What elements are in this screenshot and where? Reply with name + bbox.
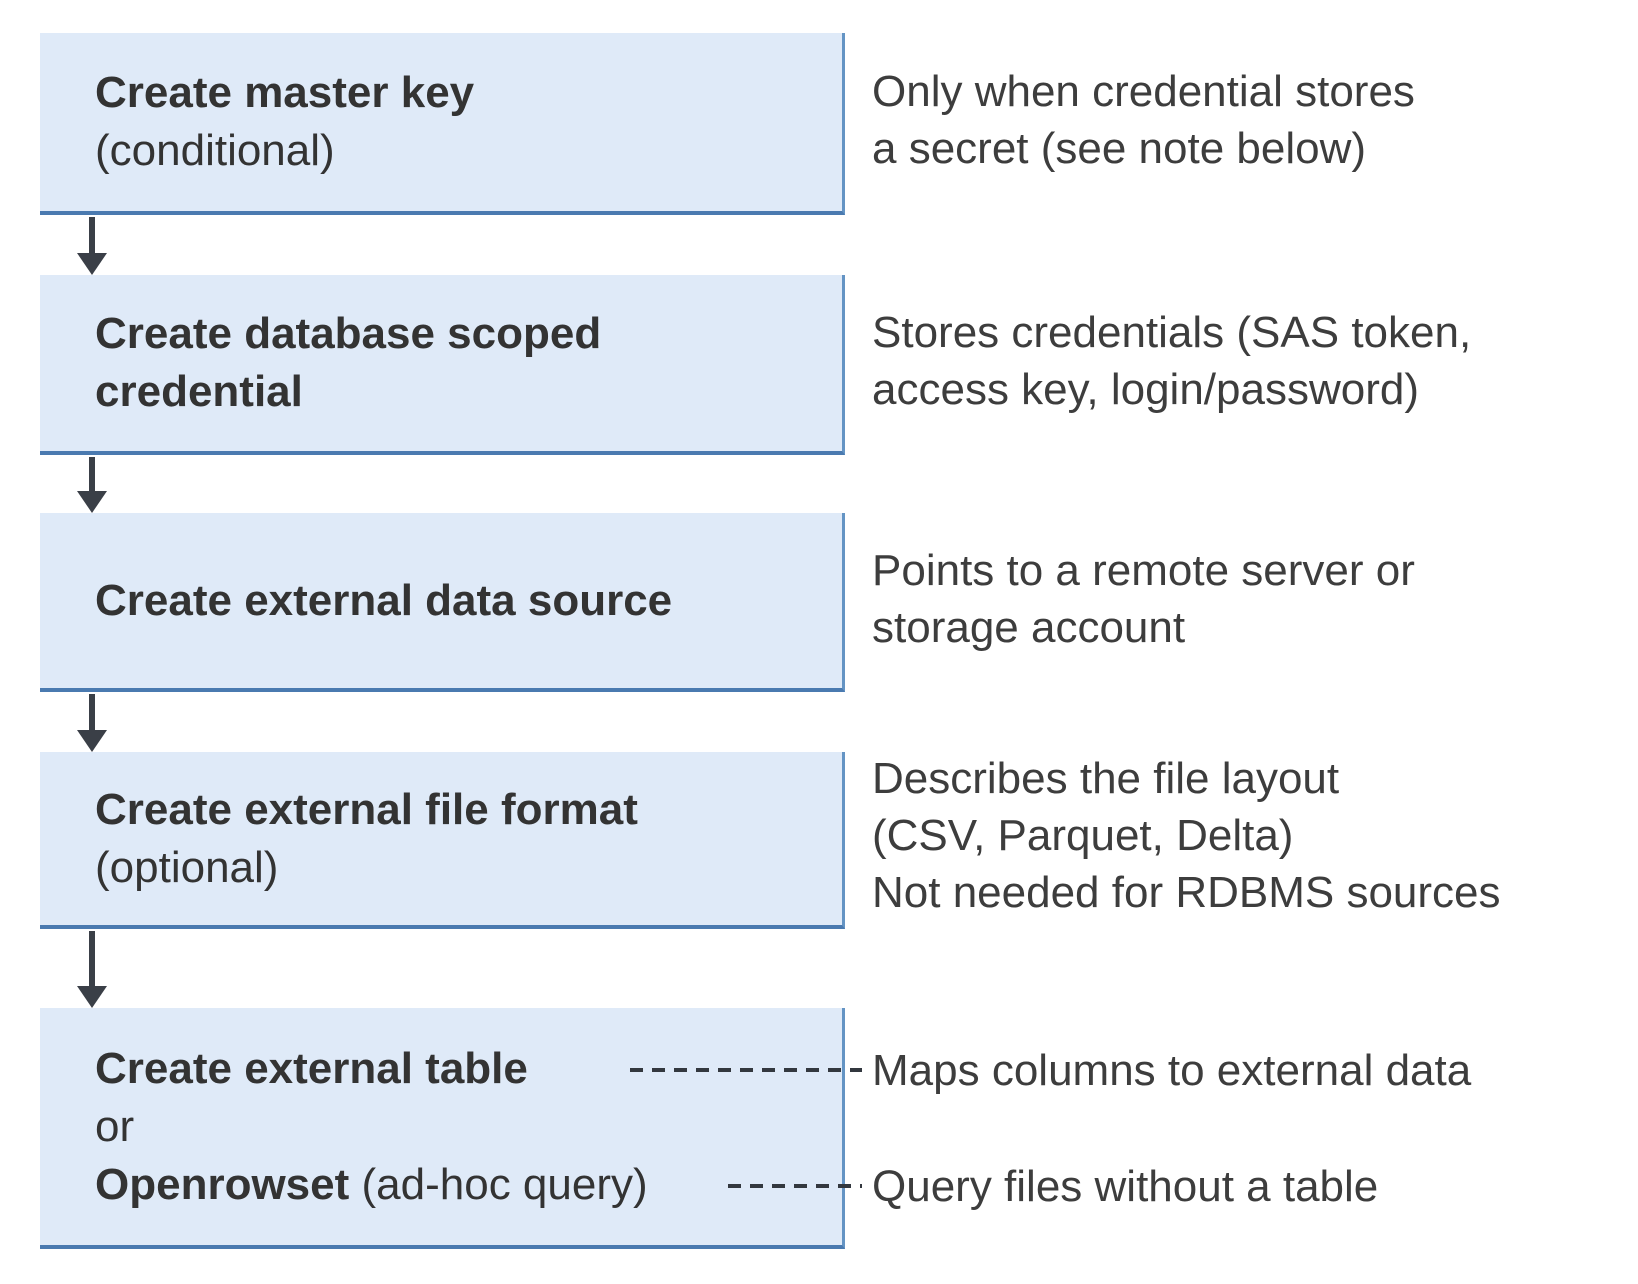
note-master-key: Only when credential stores a secret (se… xyxy=(872,67,1415,173)
dashed-connector-openrowset xyxy=(728,1184,862,1188)
note-openrowset: Query files without a table xyxy=(872,1162,1379,1211)
step-box-external-table-or-openrowset: Create external table or Openrowset (ad-… xyxy=(40,1008,845,1249)
arrow-shaft xyxy=(89,457,95,491)
note-data-source: Points to a remote server or storage acc… xyxy=(872,546,1415,652)
box-title: Create database scoped credential xyxy=(95,309,602,416)
down-arrow-icon xyxy=(77,694,107,752)
down-arrow-icon xyxy=(77,217,107,275)
box-or-label: or xyxy=(95,1101,135,1151)
box-title: Create external data source xyxy=(95,575,673,625)
step-box-external-data-source: Create external data source xyxy=(40,513,845,692)
box-title: Create external file format xyxy=(95,784,638,834)
arrow-shaft xyxy=(89,694,95,730)
box-alt-title: Openrowset xyxy=(95,1159,350,1209)
box-alt-suffix: (ad-hoc query) xyxy=(349,1159,648,1209)
box-title: Create external table xyxy=(95,1043,528,1093)
step-box-database-scoped-credential: Create database scoped credential xyxy=(40,275,845,455)
arrow-head xyxy=(77,986,107,1008)
note-file-format: Describes the file layout (CSV, Parquet,… xyxy=(872,754,1501,917)
step-box-external-file-format: Create external file format (optional) xyxy=(40,752,845,929)
step-box-create-master-key: Create master key (conditional) xyxy=(40,33,845,215)
box-title: Create master key xyxy=(95,68,475,117)
down-arrow-icon xyxy=(77,931,107,1008)
box-alt-title-row: Openrowset (ad-hoc query) xyxy=(95,1156,826,1214)
arrow-head xyxy=(77,730,107,752)
dashed-connector-external-table xyxy=(630,1068,862,1072)
arrow-head xyxy=(77,253,107,275)
arrow-shaft xyxy=(89,217,95,253)
arrow-head xyxy=(77,491,107,513)
down-arrow-icon xyxy=(77,457,107,513)
arrow-shaft xyxy=(89,931,95,986)
note-credential: Stores credentials (SAS token, access ke… xyxy=(872,308,1472,414)
note-external-table: Maps columns to external data xyxy=(872,1046,1472,1095)
box-subtitle: (conditional) xyxy=(95,126,335,175)
box-subtitle: (optional) xyxy=(95,842,279,892)
box-title-row: Create external table xyxy=(95,1040,826,1098)
